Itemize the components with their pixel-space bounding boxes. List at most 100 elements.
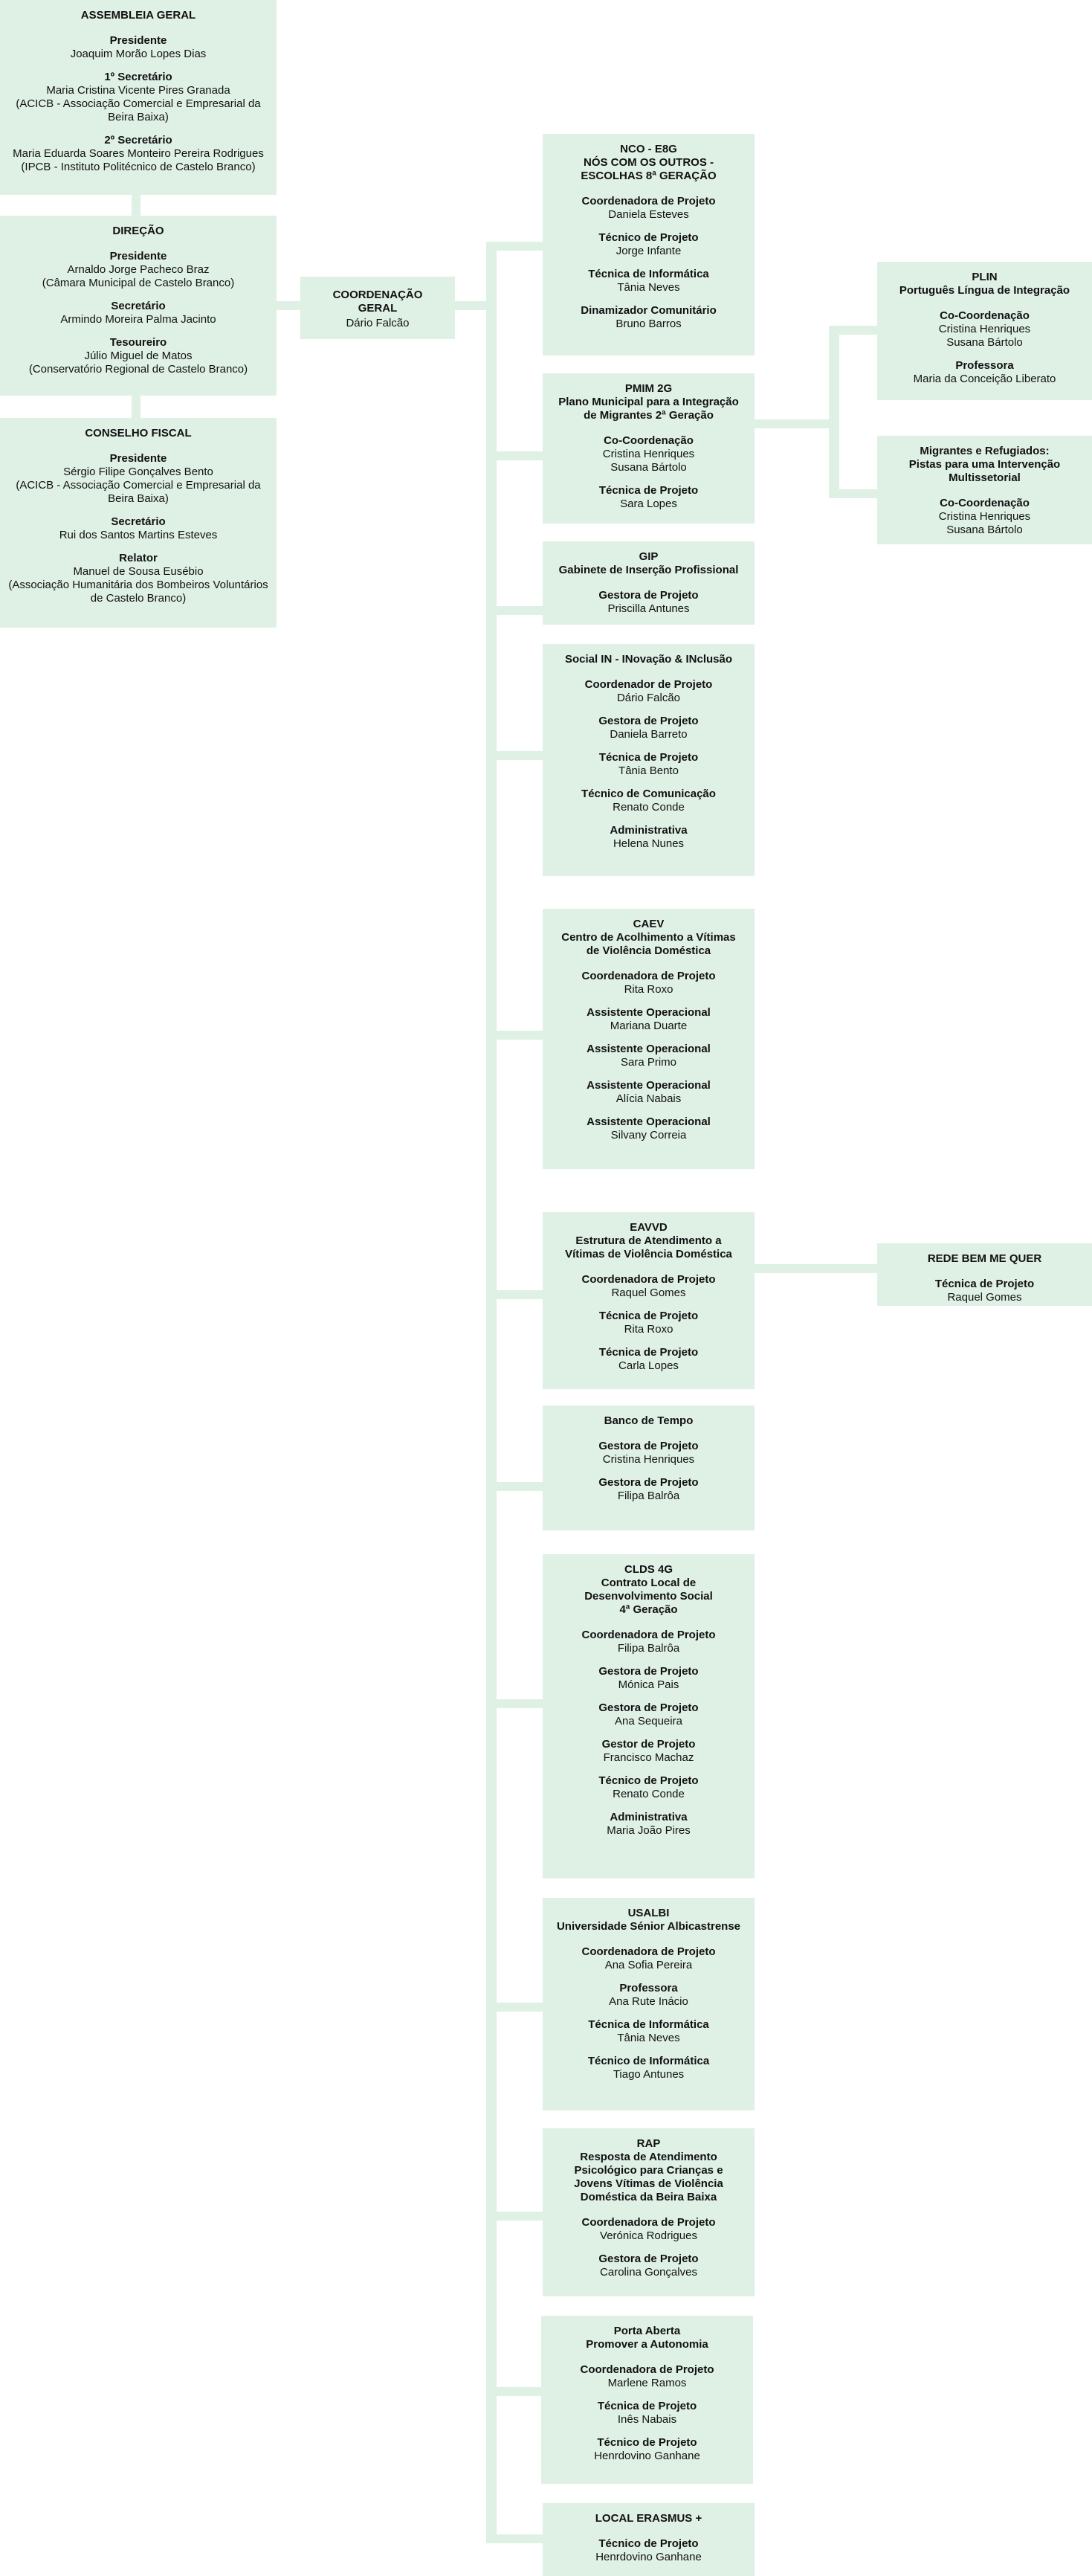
box-title: CONSELHO FISCAL <box>85 427 192 439</box>
role-label: Coordenador de Projeto <box>584 678 713 691</box>
subproject-migrantes-refugiados-box: Migrantes e Refugiados: Pistas para uma … <box>877 436 1092 544</box>
person-line: Filipa Balrôa <box>617 1642 680 1655</box>
box-title: PLIN Português Língua de Integração <box>899 271 1070 297</box>
role-label: Assistente Operacional <box>587 1043 711 1055</box>
role-label: Co-Coordenação <box>940 309 1030 322</box>
person-line: Raquel Gomes <box>611 1287 686 1299</box>
role-label: Técnica de Projeto <box>934 1278 1035 1290</box>
box-title: Migrantes e Refugiados: Pistas para uma … <box>908 445 1061 484</box>
person-line: Dário Falcão <box>616 692 681 704</box>
person-line: Jorge Infante <box>616 245 682 257</box>
person-line: Priscilla Antunes <box>607 602 690 615</box>
role-label: Coordenadora de Projeto <box>581 1273 716 1286</box>
connector-assembleia-direcao <box>132 195 140 217</box>
project-pmim-2g-box: PMIM 2G Plano Municipal para a Integraçã… <box>543 373 755 524</box>
person-line: Henrdovino Ganhane <box>594 2450 700 2462</box>
person-line: Henrdovino Ganhane <box>595 2551 702 2563</box>
person-line: Marlene Ramos <box>607 2377 687 2389</box>
person-line: Renato Conde <box>613 1788 685 1800</box>
role-label: Técnico de Comunicação <box>581 788 716 800</box>
person-line: Cristina Henriques <box>602 1453 695 1466</box>
person-line: Inês Nabais <box>617 2413 677 2426</box>
project-caev-box: CAEV Centro de Acolhimento a Vítimas de … <box>543 909 755 1169</box>
role-label: Secretário <box>111 515 166 528</box>
role-label: Técnica de Projeto <box>598 751 699 764</box>
person-line: Filipa Balrôa <box>617 1490 680 1502</box>
coordenacao-name: Dário Falcão <box>346 317 410 329</box>
role-label: Assistente Operacional <box>587 1079 711 1092</box>
person-line: Tânia Neves <box>617 2032 680 2044</box>
person-line: Arnaldo Jorge Pacheco Braz <box>67 263 210 276</box>
role-label: Técnica de Informática <box>588 2018 709 2031</box>
role-label: 2º Secretário <box>104 134 172 146</box>
box-title: CAEV Centro de Acolhimento a Vítimas de … <box>561 918 736 957</box>
person-line: Joaquim Morão Lopes Dias <box>70 48 207 60</box>
connector-coordenacao-spine <box>455 301 491 310</box>
box-title: EAVVD Estrutura de Atendimento a Vítimas… <box>565 1221 732 1260</box>
role-label: Gestora de Projeto <box>598 1476 699 1489</box>
project-rap-box: RAP Resposta de Atendimento Psicológico … <box>543 2128 755 2296</box>
person-line: Cristina Henriques <box>938 323 1031 335</box>
person-line: Ana Sequeira <box>615 1715 682 1727</box>
role-label: Coordenadora de Projeto <box>581 2216 716 2229</box>
role-label: Assistente Operacional <box>587 1006 711 1019</box>
connector-pmim-sub <box>755 419 832 428</box>
role-label: Professora <box>955 359 1014 372</box>
box-title: REDE BEM ME QUER <box>927 1252 1042 1265</box>
person-line: Tânia Neves <box>617 281 680 294</box>
connector-branch-eavvd <box>486 1290 543 1299</box>
role-label: Técnica de Projeto <box>598 1346 699 1359</box>
coordenacao-geral-box: COORDENAÇÃO GERAL Dário Falcão <box>300 277 455 339</box>
role-label: Professora <box>619 1982 678 1994</box>
person-line: Ana Rute Inácio <box>609 1995 688 2008</box>
role-label: Gestora de Projeto <box>598 1440 699 1452</box>
role-label: Técnico de Projeto <box>597 2436 697 2449</box>
person-line: Francisco Machaz <box>603 1751 694 1764</box>
project-clds-4g-box: CLDS 4G Contrato Local de Desenvolviment… <box>543 1554 755 1878</box>
connector-sub-spine <box>829 326 839 498</box>
role-label: Técnica de Informática <box>588 268 709 280</box>
box-title: ASSEMBLEIA GERAL <box>80 9 196 22</box>
person-line: Daniela Barreto <box>610 728 688 741</box>
role-label: Gestora de Projeto <box>598 715 699 727</box>
person-line: Sara Primo <box>620 1056 677 1069</box>
person-line: Alícia Nabais <box>616 1092 682 1105</box>
person-line: Tânia Bento <box>618 764 679 777</box>
role-label: Presidente <box>109 250 167 263</box>
role-label: Administrativa <box>610 1811 688 1823</box>
person-line: (Associação Humanitária dos Bombeiros Vo… <box>8 579 268 605</box>
person-line: (IPCB - Instituto Politécnico de Castelo… <box>21 161 256 173</box>
role-label: Gestor de Projeto <box>601 1738 696 1751</box>
connector-branch-gip <box>486 606 543 615</box>
